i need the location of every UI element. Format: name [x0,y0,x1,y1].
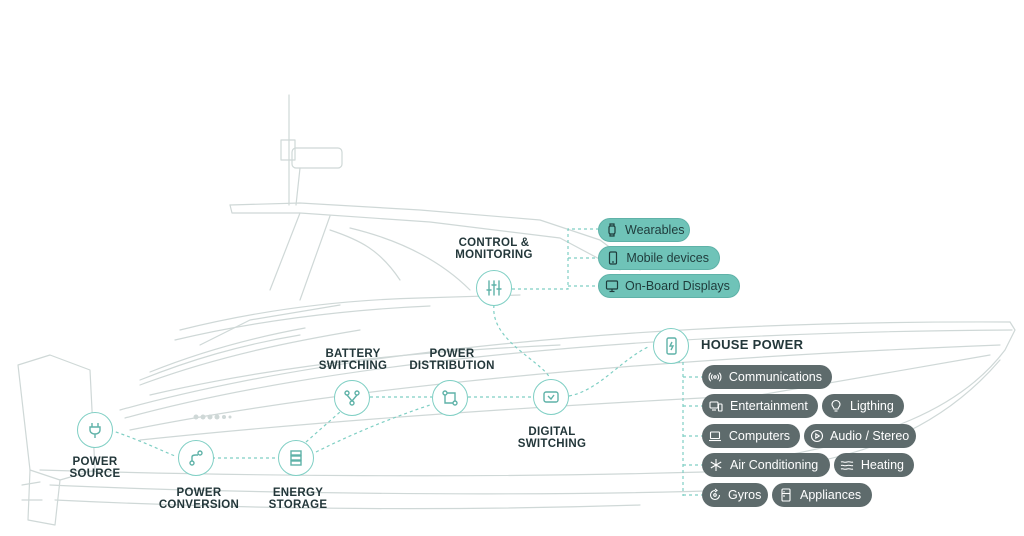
label-line: POWER [429,348,475,360]
label-line: ENERGY [272,487,324,499]
power-source-node[interactable] [77,412,113,448]
pill-label: On-Board Displays [625,279,730,293]
pill-label: Entertainment [730,399,808,413]
snowflake-icon [708,457,724,473]
pill-label: Communications [728,370,822,384]
pill-label: Audio / Stereo [830,429,910,443]
energy-storage-node[interactable] [278,440,314,476]
switch-cycle-icon [543,391,559,403]
house-power-node[interactable] [653,328,689,364]
media-devices-icon [708,398,724,414]
energy-storage-label: ENERGY STORAGE [260,487,336,511]
pill-label: Gyros [728,488,762,502]
power-source-label: POWER SOURCE [60,456,130,480]
label-line: CONVERSION [158,499,240,511]
battery-stack-icon [290,450,302,466]
laptop-icon [708,428,723,444]
label-line: SWITCHING [318,360,388,372]
conversion-icon [189,450,203,466]
pill-label: Ligthing [850,399,894,413]
pill-label: Air Conditioning [730,458,819,472]
label-line: BATTERY [325,348,381,360]
heat-waves-icon [840,457,855,473]
gyros-pill[interactable]: Gyros [702,483,768,507]
pill-label: Wearables [625,223,685,237]
pill-label: Appliances [800,488,862,502]
power-distribution-node[interactable] [432,380,468,416]
phone-charge-icon [666,337,677,355]
label-line: DIGITAL [528,426,576,438]
appliances-pill[interactable]: Appliances [772,483,872,507]
smartphone-icon [605,250,620,266]
label-line: MONITORING [455,249,533,261]
label-line: SWITCHING [517,438,587,450]
digital-switching-label: DIGITAL SWITCHING [512,426,592,450]
battery-switching-label: BATTERY SWITCHING [312,348,394,372]
battery-switching-node[interactable] [334,380,370,416]
distribution-icon [442,390,458,406]
label-line: POWER [176,487,222,499]
plug-icon [89,423,101,438]
watch-icon [605,222,619,238]
broadcast-icon [708,369,723,385]
label-line: POWER [72,456,118,468]
communications-pill[interactable]: Communications [702,365,832,389]
entertainment-pill[interactable]: Entertainment [702,394,818,418]
power-conversion-node[interactable] [178,440,214,476]
mobile-devices-pill[interactable]: Mobile devices [598,246,720,270]
power-distribution-label: POWER DISTRIBUTION [404,348,500,372]
pill-label: Mobile devices [626,251,709,265]
sliders-icon [486,280,502,296]
label-line: CONTROL & [458,237,530,249]
label-line: DISTRIBUTION [409,360,495,372]
monitor-icon [605,278,619,294]
pill-label: Computers [728,429,790,443]
on-board-displays-pill[interactable]: On-Board Displays [598,274,740,298]
house-power-label: HOUSE POWER [701,337,804,352]
power-conversion-label: POWER CONVERSION [156,487,242,511]
label-line: STORAGE [268,499,328,511]
lighting-pill[interactable]: Ligthing [822,394,904,418]
play-circle-icon [810,428,824,444]
branch-icon [344,390,360,406]
pill-label: Heating [860,458,904,472]
label-line: SOURCE [69,468,121,480]
audio-stereo-pill[interactable]: Audio / Stereo [804,424,916,448]
fridge-icon [778,487,794,503]
wearables-pill[interactable]: Wearables [598,218,690,242]
heating-pill[interactable]: Heating [834,453,914,477]
gyro-icon [708,487,722,503]
computers-pill[interactable]: Computers [702,424,800,448]
air-conditioning-pill[interactable]: Air Conditioning [702,453,830,477]
control-monitoring-label: CONTROL & MONITORING [448,237,540,261]
lightbulb-icon [828,398,844,414]
control-monitoring-node[interactable] [476,270,512,306]
digital-switching-node[interactable] [533,379,569,415]
